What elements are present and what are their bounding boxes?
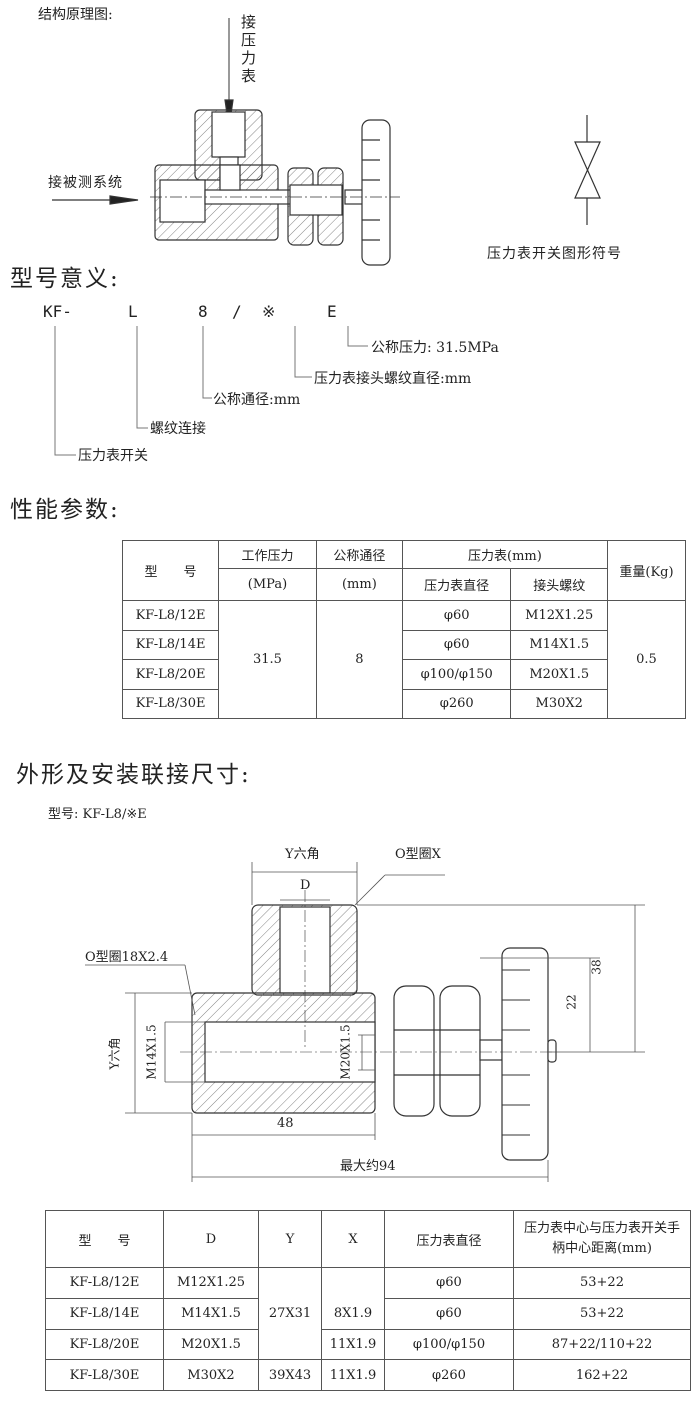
table-row: KF-L8/12E M12X1.25 27X31 8X1.9 φ60 53+22: [45, 1266, 691, 1361]
cell-thread: M12X1.25: [510, 600, 608, 631]
cell-model: KF-L8/20E: [121, 659, 220, 690]
table-row: KF-L8/20E φ100/φ150 M20X1.5: [121, 659, 686, 690]
dimensions-title: 外形及安装联接尺寸:: [16, 762, 251, 788]
cell-dia: φ100/φ150: [384, 1328, 514, 1361]
explain-star: 压力表接头螺纹直径:mm: [314, 371, 472, 387]
label-d: D: [300, 878, 311, 893]
header-d: D: [163, 1210, 259, 1268]
label-m14: M14X1.5: [144, 1024, 159, 1080]
header-thread: 接头螺纹: [510, 568, 608, 601]
symbol-caption: 压力表开关图形符号: [487, 246, 622, 262]
performance-table: 型 号 工作压力 公称通径 压力表(mm) 重量(Kg) (MPa) (mm) …: [121, 540, 687, 719]
cell-y: 39X43: [258, 1359, 322, 1391]
model-meaning-title: 型号意义:: [10, 266, 120, 292]
model-tree-lines: [54, 326, 368, 456]
label-dim-48: 48: [277, 1116, 294, 1131]
table-row: KF-L8/14E M14X1.5 φ60 53+22: [45, 1297, 691, 1330]
header-gauge-dia: 压力表直径: [401, 568, 512, 601]
arrow-right-icon: [109, 195, 139, 205]
cell-distance: 162+22: [513, 1359, 691, 1391]
label-dim-38: 38: [589, 959, 604, 975]
cell-model: KF-L8/14E: [121, 629, 220, 660]
header-pressure: 工作压力: [218, 540, 317, 569]
label-oring-18: O型圈18X2.4: [85, 950, 169, 965]
to-system-label: 接被测系统: [48, 175, 123, 191]
cell-d: M30X2: [163, 1359, 259, 1391]
cell-dia: φ260: [401, 688, 512, 719]
cell-model: KF-L8/12E: [45, 1267, 164, 1299]
cell-thread: M30X2: [510, 688, 608, 719]
label-dim-22: 22: [564, 994, 579, 1010]
header-bore-unit: (mm): [315, 568, 403, 601]
cell-distance: 87+22/110+22: [513, 1328, 691, 1361]
label-y-hex-left: Y六角: [107, 1037, 122, 1070]
cell-dia: φ260: [384, 1359, 514, 1391]
table-row: KF-L8/14E φ60 M14X1.5: [121, 629, 686, 660]
header-model: 型 号: [45, 1210, 164, 1268]
code-bore: 8: [198, 302, 208, 321]
table-row: KF-L8/12E 31.5 8 φ60 M12X1.25 0.5: [121, 600, 687, 719]
dimension-diagram: [85, 862, 645, 1182]
explain-l: 螺纹连接: [150, 421, 206, 437]
cell-dia: φ100/φ150: [401, 659, 512, 690]
to-gauge-label: 接压力表: [239, 14, 257, 86]
structure-title: 结构原理图:: [38, 7, 113, 23]
cell-model: KF-L8/14E: [45, 1297, 164, 1330]
header-y: Y: [258, 1210, 322, 1268]
cell-weight: 0.5: [606, 600, 687, 719]
code-e: E: [327, 302, 337, 321]
explain-bore: 公称通径:mm: [213, 392, 301, 408]
header-distance: 压力表中心与压力表开关手柄中心距离(mm): [513, 1210, 691, 1268]
cell-pressure: 31.5: [218, 600, 317, 719]
table-row: KF-L8/30E φ260 M30X2: [121, 688, 686, 719]
cell-d: M12X1.25: [163, 1267, 259, 1299]
label-dim-94: 最大约94: [340, 1159, 396, 1174]
dimensions-model-label: 型号: KF-L8/※E: [48, 807, 147, 822]
cell-model: KF-L8/20E: [45, 1328, 164, 1361]
cell-x: 8X1.9: [321, 1267, 385, 1330]
label-m20: M20X1.5: [338, 1024, 353, 1080]
header-pressure-unit: (MPa): [218, 568, 317, 601]
label-oring-x: O型圈X: [395, 847, 441, 862]
cell-model: KF-L8/30E: [121, 688, 220, 719]
table-row: KF-L8/20E M20X1.5 11X1.9 φ100/φ150 87+22…: [45, 1328, 691, 1361]
cell-thread: M20X1.5: [510, 659, 608, 690]
explain-kf: 压力表开关: [78, 448, 148, 464]
cell-distance: 53+22: [513, 1267, 691, 1299]
cell-dia: φ60: [401, 600, 512, 631]
cell-thread: M14X1.5: [510, 629, 608, 660]
cell-dia: φ60: [384, 1267, 514, 1299]
cell-x: 11X1.9: [321, 1328, 385, 1361]
cell-d: M14X1.5: [163, 1297, 259, 1330]
dimension-table: 型 号 D Y X 压力表直径 压力表中心与压力表开关手柄中心距离(mm) KF…: [45, 1210, 691, 1391]
cell-dia: φ60: [384, 1297, 514, 1330]
structure-diagram: [52, 18, 400, 266]
explain-e: 公称压力: 31.5MPa: [371, 340, 499, 356]
code-l: L: [128, 302, 138, 321]
cell-y: 27X31: [258, 1266, 322, 1361]
header-bore: 公称通径: [315, 540, 403, 569]
cell-model: KF-L8/30E: [45, 1359, 164, 1391]
code-kf: KF-: [43, 302, 72, 321]
header-dia: 压力表直径: [384, 1210, 514, 1268]
valve-symbol-icon: [574, 115, 601, 225]
code-slash: /: [232, 302, 242, 321]
header-gauge: 压力表(mm): [401, 540, 608, 569]
code-star: ※: [262, 302, 276, 321]
label-y-hex-top: Y六角: [285, 847, 320, 862]
header-x: X: [321, 1210, 385, 1268]
header-weight: 重量(Kg): [606, 540, 687, 601]
cell-distance: 53+22: [513, 1297, 691, 1330]
performance-title: 性能参数:: [10, 497, 120, 523]
cell-dia: φ60: [401, 629, 512, 660]
cell-bore: 8: [315, 600, 403, 719]
table-row: KF-L8/30E M30X2 39X43 11X1.9 φ260 162+22: [45, 1359, 691, 1391]
cell-model: KF-L8/12E: [121, 600, 220, 631]
cell-d: M20X1.5: [163, 1328, 259, 1361]
header-model: 型 号: [121, 540, 220, 601]
cell-x: 11X1.9: [321, 1359, 385, 1391]
